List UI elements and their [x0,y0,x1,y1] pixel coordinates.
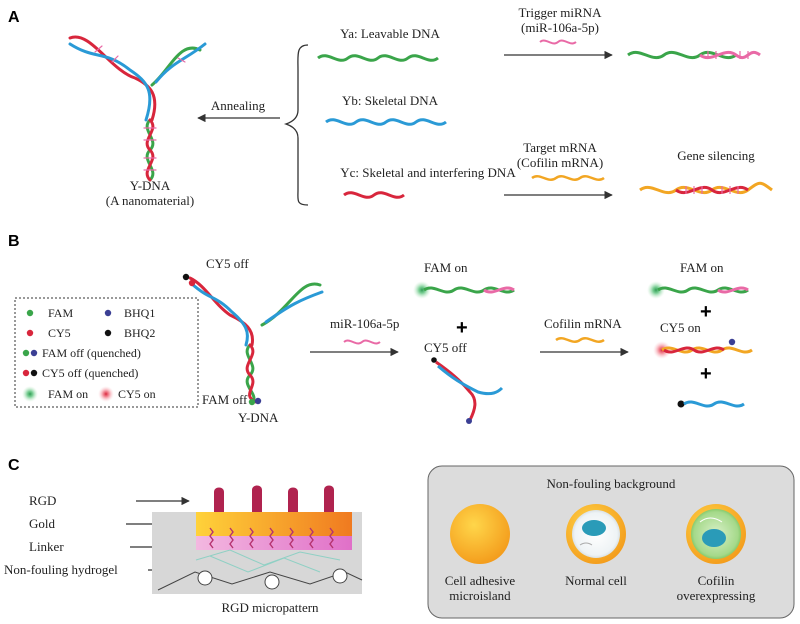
legend-fam-off: FAM off (quenched) [42,346,141,360]
fam-on-glow [22,386,38,402]
micropattern-label: RGD micropattern [221,600,319,615]
legend-bhq1: BHQ1 [124,306,155,320]
normal-cell-label: Normal cell [565,573,627,588]
bhq2-free [677,400,685,408]
yb-strand [325,118,447,126]
silencing-duplex [639,181,773,195]
plus-mid: + [456,317,468,339]
linker-label: Linker [29,539,64,554]
fam-dot [26,309,34,317]
normal-cell [566,504,626,564]
bhq2-dot [104,329,112,337]
fam-on-glow-mid [413,281,431,299]
bhq2-marker-b [182,273,190,281]
cell-adhesive-label-2: microisland [449,588,511,603]
strand-brace [283,44,309,206]
mrna-strand-a [531,175,605,181]
yb-label: Yb: Skeletal DNA [342,93,439,108]
mirna-duplex-result [627,50,761,60]
cy5-on-duplex-right [661,346,753,354]
rgd-pillars [214,485,334,512]
linker-chains [209,527,334,549]
cy5-off-label-mid: CY5 off [424,340,467,355]
cy5-marker-b [188,279,196,287]
cell-adhesive-microisland [450,504,510,564]
fam-on-label-mid: FAM on [424,260,468,275]
mirna-strand-b [343,339,381,345]
legend-cy5: CY5 [48,326,71,340]
fam-on-duplex-right [657,286,749,294]
ya-label: Ya: Leavable DNA [340,26,440,41]
cy5-dot [26,329,34,337]
legend-fam-on: FAM on [48,387,88,401]
ydna-label-b: Y-DNA [238,410,279,425]
cofilin-label-1: Cofilin [698,573,735,588]
mirna-label-b: miR-106a-5p [330,316,399,331]
free-blue-strand [683,400,745,408]
fam-on-glow-right [647,281,665,299]
ydna-structure-a [68,35,207,182]
cofilin-label-2: overexpressing [677,588,756,603]
cy5-off-label-top: CY5 off [206,256,249,271]
cofilin-overexpressing-cell [686,504,746,564]
target-mrna-subtitle: (Cofilin mRNA) [517,155,603,170]
gold-label: Gold [29,516,56,531]
cy5-off-strand-mid [435,360,504,421]
cofilin-label-b: Cofilin mRNA [544,316,622,331]
cell-adhesive-label-1: Cell adhesive [445,573,516,588]
trigger-mirna-subtitle: (miR-106a-5p) [521,20,599,35]
bhq1-dot [104,309,112,317]
legend-fam: FAM [48,306,73,320]
mrna-strand-b [555,337,605,343]
cy5-on-glow [98,386,114,402]
target-mrna-title: Target mRNA [523,140,597,155]
panel-label-c: C [8,457,20,474]
fam-off-label: FAM off [202,392,248,407]
ydna-title: Y-DNA [130,178,171,193]
plus-right-1: + [700,301,712,323]
fam-on-duplex-mid [423,286,515,294]
panel-label-a: A [8,9,20,26]
hydrogel-network [157,549,363,591]
hydrogel-label: Non-fouling hydrogel [4,562,118,577]
annealing-label: Annealing [211,98,266,113]
yc-strand [343,191,405,199]
mirna-strand-a [539,39,577,45]
trigger-mirna-title: Trigger miRNA [519,5,603,20]
legend-cy5-off: CY5 off (quenched) [42,366,138,380]
legend-items: FAM BHQ1 CY5 BHQ2 FAM off (quenched) CY5… [22,306,156,402]
panel-label-b: B [8,233,20,250]
legend-bhq2: BHQ2 [124,326,155,340]
gold-layer [196,512,352,536]
bhq1-marker-b [254,397,262,405]
ydna-structure-b [188,276,324,404]
linker-layer [196,536,352,550]
fam-on-label-right: FAM on [680,260,724,275]
fam-marker-b [248,398,256,406]
gene-silencing-label: Gene silencing [677,148,755,163]
legend-cy5-on: CY5 on [118,387,156,401]
ydna-subtitle: (A nanomaterial) [106,193,194,208]
ya-strand [317,54,439,62]
plus-right-2: + [700,363,712,385]
yc-label: Yc: Skeletal and interfering DNA [340,165,516,180]
cy5-on-label-right: CY5 on [660,320,701,335]
non-fouling-title: Non-fouling background [547,476,676,491]
rgd-label: RGD [29,493,56,508]
